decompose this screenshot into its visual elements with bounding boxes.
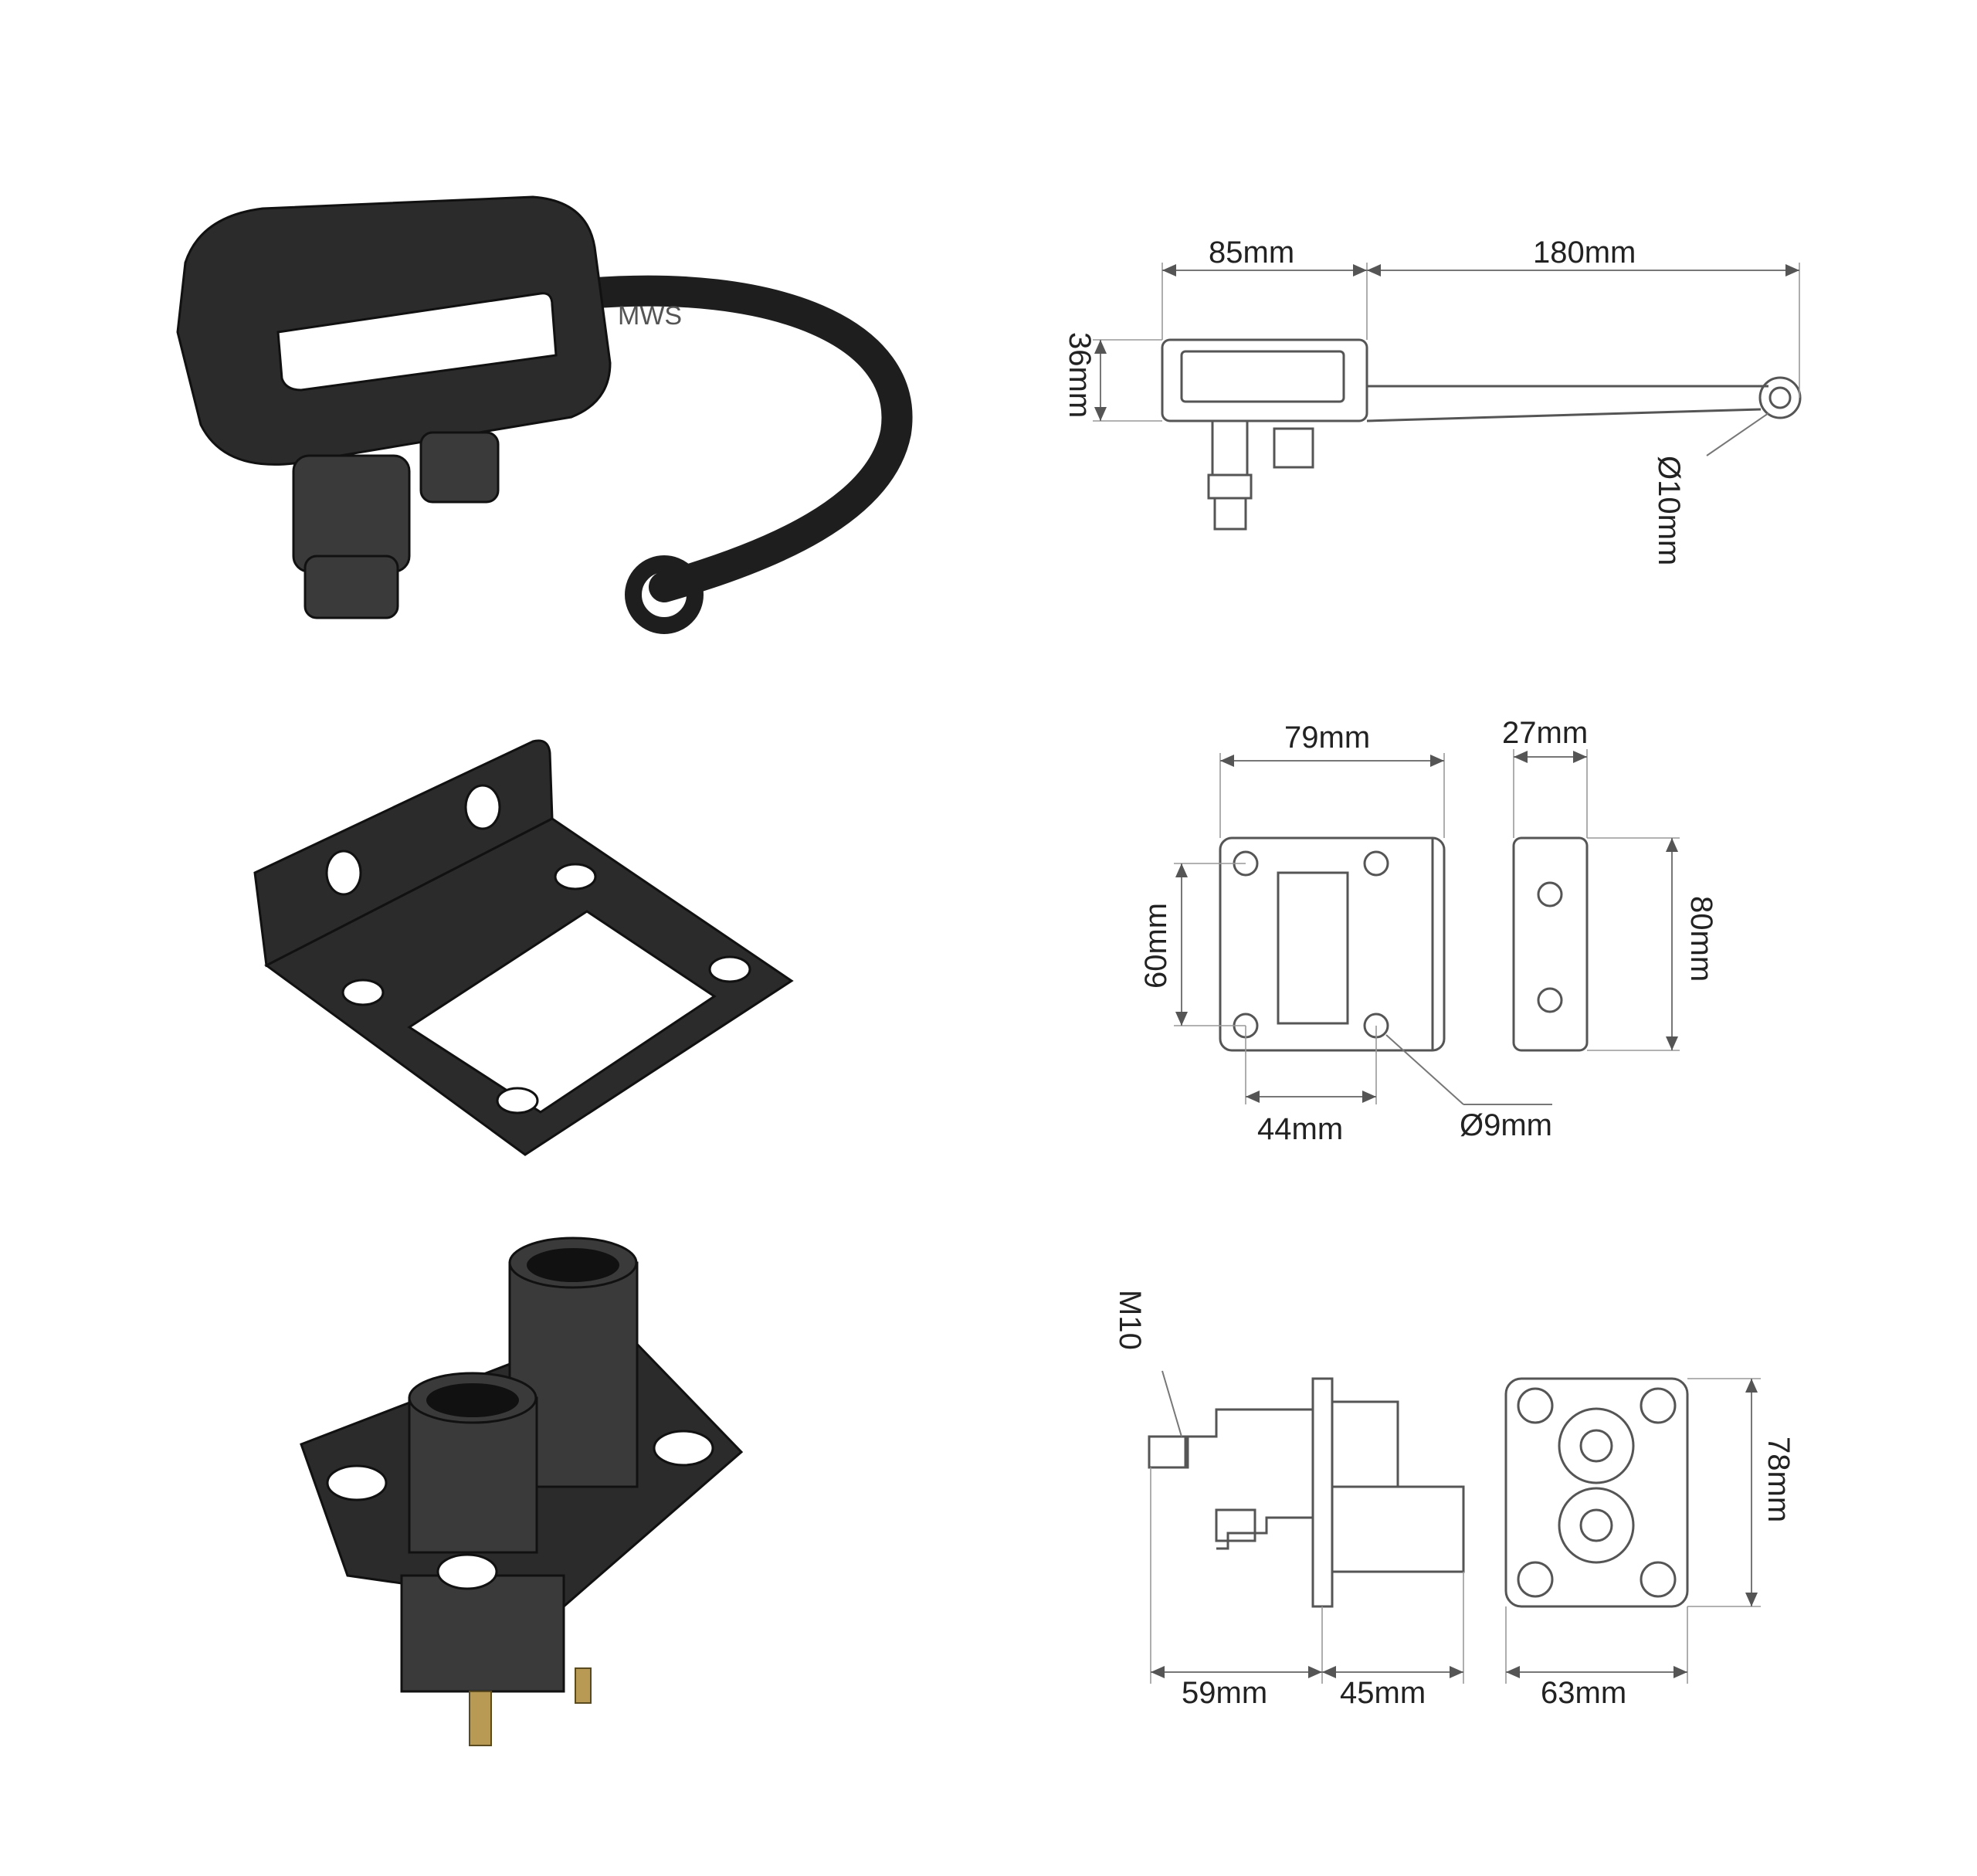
leader-ring — [1706, 412, 1769, 456]
dim-180: 180mm — [1533, 236, 1636, 270]
leader-thread — [1161, 1370, 1182, 1437]
dim-63: 63mm — [1541, 1676, 1626, 1710]
logo-text: MWS — [618, 301, 682, 331]
dim-hole: Ø9mm — [1460, 1108, 1552, 1142]
dim-79: 79mm — [1284, 721, 1370, 755]
dim-45: 45mm — [1340, 1676, 1426, 1710]
dim-44: 44mm — [1257, 1112, 1343, 1146]
socket-drawing: 59mm 45mm 63mm 78mm M10 — [1113, 1290, 1796, 1710]
bracket-photo — [253, 739, 794, 1156]
dim-60: 60mm — [1139, 903, 1173, 989]
dim-80: 80mm — [1684, 896, 1718, 982]
bracket-drawing: 79mm 27mm 60mm 80mm 44mm Ø9mm — [1139, 716, 1718, 1146]
dust-cap-photo: MWS — [176, 195, 913, 634]
dim-78: 78mm — [1762, 1437, 1796, 1522]
dust-cap-drawing: 85mm 180mm 36mm Ø10mm — [1063, 236, 1802, 565]
leader-hole — [1385, 1034, 1464, 1105]
dim-85: 85mm — [1209, 236, 1294, 270]
dim-27: 27mm — [1502, 716, 1588, 750]
dim-thread: M10 — [1113, 1290, 1147, 1350]
dim-59: 59mm — [1182, 1676, 1267, 1710]
dim-36: 36mm — [1063, 332, 1097, 418]
dim-ring: Ø10mm — [1652, 456, 1686, 565]
socket-photo — [300, 1237, 744, 1746]
